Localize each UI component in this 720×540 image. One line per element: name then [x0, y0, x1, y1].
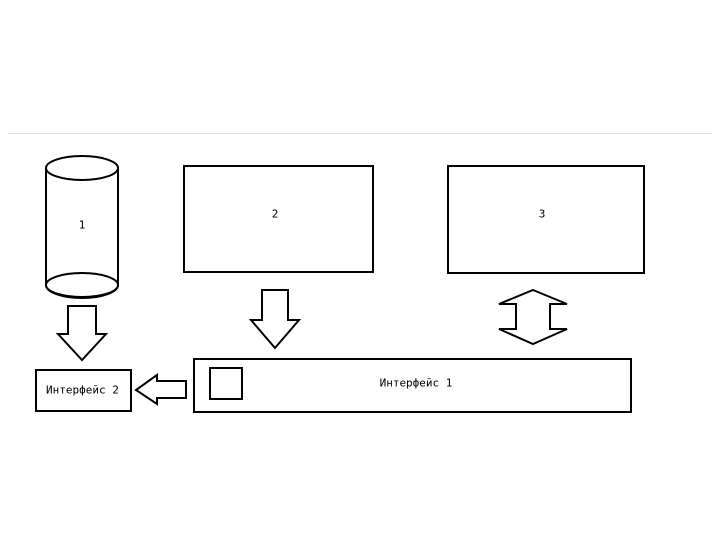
box-2 — [183, 165, 374, 273]
arrow-box3-interface1-bidirectional — [498, 288, 568, 346]
interface-2-label: Интерфейс 2 — [46, 383, 119, 397]
cylinder-1-label: 1 — [78, 218, 86, 232]
interface-1-box — [193, 358, 632, 413]
interface-2-box — [35, 369, 132, 412]
box-3 — [447, 165, 645, 274]
arrow-cylinder-to-interface2 — [55, 305, 109, 362]
arrow-box2-to-interface1 — [248, 289, 302, 350]
arrow-interface1-to-interface2 — [134, 373, 187, 406]
box-2-label: 2 — [271, 207, 279, 221]
header-divider — [8, 133, 712, 134]
cylinder-1 — [45, 155, 119, 299]
cylinder-bottom — [45, 272, 119, 298]
interface-1-square — [209, 367, 243, 400]
cylinder-top — [45, 155, 119, 181]
interface-1-label: Интерфейс 1 — [379, 376, 453, 390]
box-3-label: 3 — [538, 207, 546, 221]
